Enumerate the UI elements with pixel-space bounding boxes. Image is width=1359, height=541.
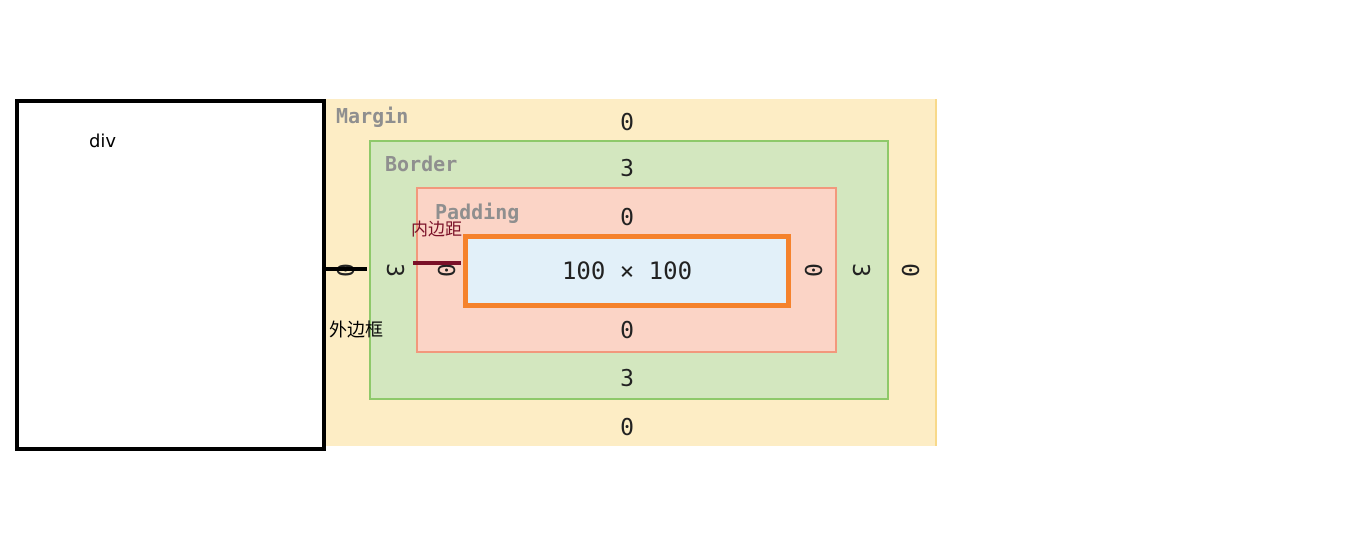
border-label: Border [385, 152, 458, 176]
border-left-value: 3 [381, 263, 407, 277]
div-label: div [89, 131, 117, 152]
padding-annotation: 内边距 [411, 220, 462, 240]
margin-bottom-value: 0 [620, 415, 634, 441]
outer-border-annotation: 外边框 [329, 320, 383, 341]
margin-label: Margin [336, 104, 409, 128]
padding-label: Padding [435, 200, 520, 224]
padding-bottom-value: 0 [620, 318, 634, 344]
border-top-value: 3 [620, 156, 634, 182]
outer-border-pointer-line [325, 267, 367, 271]
padding-top-value: 0 [620, 205, 634, 231]
margin-right-value: 0 [896, 263, 922, 277]
content-size: 100 × 100 [561, 257, 693, 285]
border-right-value: 3 [847, 263, 873, 277]
padding-right-value: 0 [799, 263, 825, 277]
border-bottom-value: 3 [620, 366, 634, 392]
padding-pointer-line [413, 261, 461, 265]
content-box: 100 × 100 [463, 234, 791, 308]
div-box [15, 99, 326, 451]
margin-top-value: 0 [620, 110, 634, 136]
